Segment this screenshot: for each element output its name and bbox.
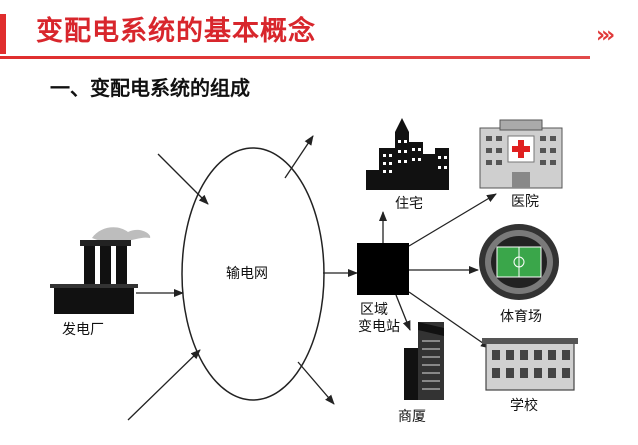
school-label: 学校	[510, 398, 538, 414]
residence-label: 住宅	[395, 196, 423, 212]
residential-buildings-icon	[366, 118, 449, 190]
arrow-in-bottom	[127, 349, 201, 421]
double-chevron-right-icon: ›››	[596, 23, 615, 48]
arrow-out-bottom	[297, 361, 335, 405]
substation-label-line1: 区域	[360, 302, 388, 318]
grid-label: 输电网	[226, 266, 268, 282]
hospital-icon	[479, 119, 563, 189]
arrow-out-top	[284, 135, 314, 179]
arrow-to-commercial	[395, 294, 411, 331]
arrow-to-school	[408, 291, 491, 349]
page-title: 变配电系统的基本概念	[36, 16, 316, 47]
title-underline	[0, 56, 590, 59]
substation-label-line2: 变电站	[358, 319, 400, 335]
factory-icon	[50, 227, 151, 314]
school-icon	[482, 338, 578, 391]
grid-ellipse	[181, 147, 325, 401]
stadium-icon	[479, 224, 559, 300]
arrow-in-top	[157, 153, 209, 205]
power-plant-label: 发电厂	[62, 322, 104, 338]
arrow-to-hospital	[408, 193, 497, 247]
title-accent-bar	[0, 14, 6, 54]
section-heading: 一、变配电系统的组成	[50, 76, 250, 100]
hospital-label: 医院	[511, 194, 539, 210]
commercial-building-icon	[404, 322, 444, 400]
commercial-label: 商厦	[398, 409, 426, 425]
substation-box	[357, 243, 409, 295]
stadium-label: 体育场	[500, 309, 542, 325]
